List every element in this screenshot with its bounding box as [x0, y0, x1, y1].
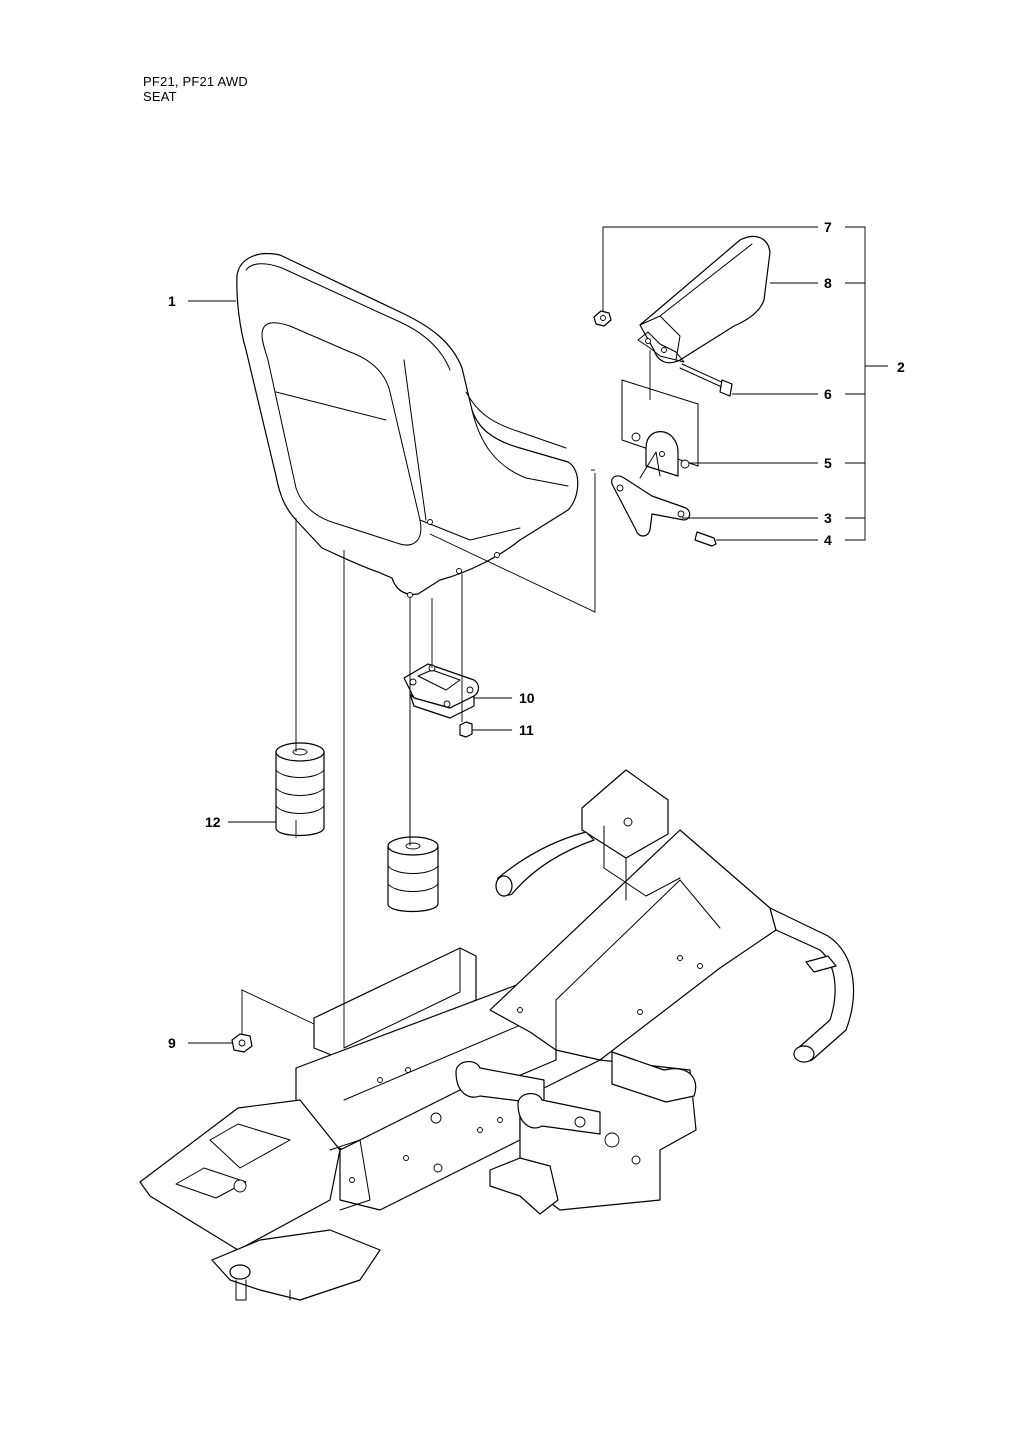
callout-labels: 1 7 8 2 6 5 3 4 10 11 12 9: [168, 219, 905, 1051]
rubber-buffer-right: [387, 836, 439, 913]
seat-mount-plate: [403, 663, 480, 738]
leader-lines: [188, 226, 888, 1048]
callout-2: 2: [897, 359, 905, 375]
diagram-header: PF21, PF21 AWD SEAT: [143, 74, 248, 104]
callout-8: 8: [824, 275, 832, 291]
nut-part-9: [231, 1033, 253, 1053]
seat-part: [236, 253, 579, 598]
callout-9: 9: [168, 1035, 176, 1051]
rubber-buffer-left: [275, 742, 325, 837]
callout-4: 4: [824, 532, 832, 548]
section-title: SEAT: [143, 89, 177, 104]
callout-11: 11: [519, 722, 534, 738]
armrest-assembly: [429, 235, 771, 613]
callout-10: 10: [519, 690, 535, 706]
callout-3: 3: [824, 510, 832, 526]
callout-12: 12: [205, 814, 221, 830]
callout-6: 6: [824, 386, 832, 402]
chassis-frame: [139, 769, 855, 1301]
callout-1: 1: [168, 293, 176, 309]
callout-5: 5: [824, 455, 832, 471]
callout-7: 7: [824, 219, 832, 235]
model-title: PF21, PF21 AWD: [143, 74, 248, 89]
